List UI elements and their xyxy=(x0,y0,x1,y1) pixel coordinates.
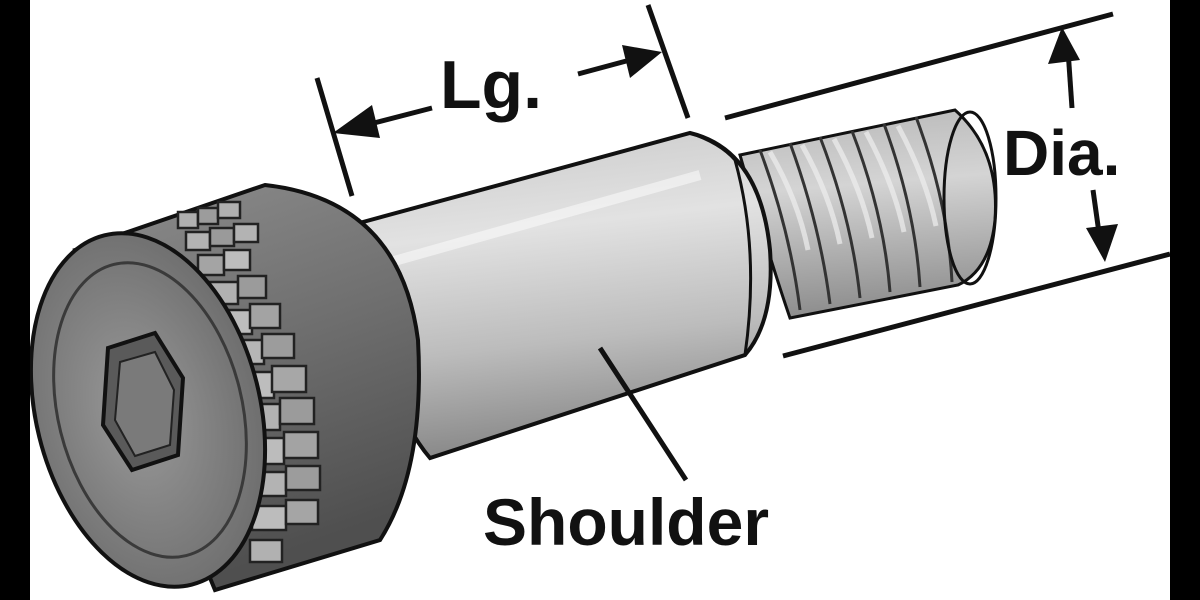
diameter-dimension xyxy=(724,11,1170,359)
thread-ridges xyxy=(758,116,954,311)
head-knurling xyxy=(176,200,322,564)
shoulder-body xyxy=(349,130,773,461)
diameter-arrowhead-down xyxy=(1086,224,1118,262)
length-extension-line-right xyxy=(645,4,691,119)
shoulder-label: Shoulder xyxy=(483,485,769,559)
diameter-label: Dia. xyxy=(1003,117,1120,189)
socket-head xyxy=(30,182,421,593)
diameter-arrowhead-up xyxy=(1048,27,1080,64)
length-extension-line-left xyxy=(314,77,355,197)
diagram-canvas: Lg. Dia. Shoulder xyxy=(30,0,1170,600)
shoulder-leader-line xyxy=(597,346,689,482)
diameter-extension-line-top xyxy=(724,11,1114,121)
diameter-extension-line-bottom xyxy=(782,251,1170,359)
length-arrow-shaft-right xyxy=(577,57,631,77)
length-label: Lg. xyxy=(440,47,542,123)
length-arrow-shaft-left xyxy=(369,105,433,127)
shoulder-screw-diagram: Lg. Dia. Shoulder xyxy=(30,4,1170,593)
length-arrowhead-left xyxy=(333,105,380,138)
threaded-end xyxy=(738,108,998,320)
length-arrowhead-right xyxy=(622,45,662,78)
length-dimension xyxy=(314,4,691,197)
